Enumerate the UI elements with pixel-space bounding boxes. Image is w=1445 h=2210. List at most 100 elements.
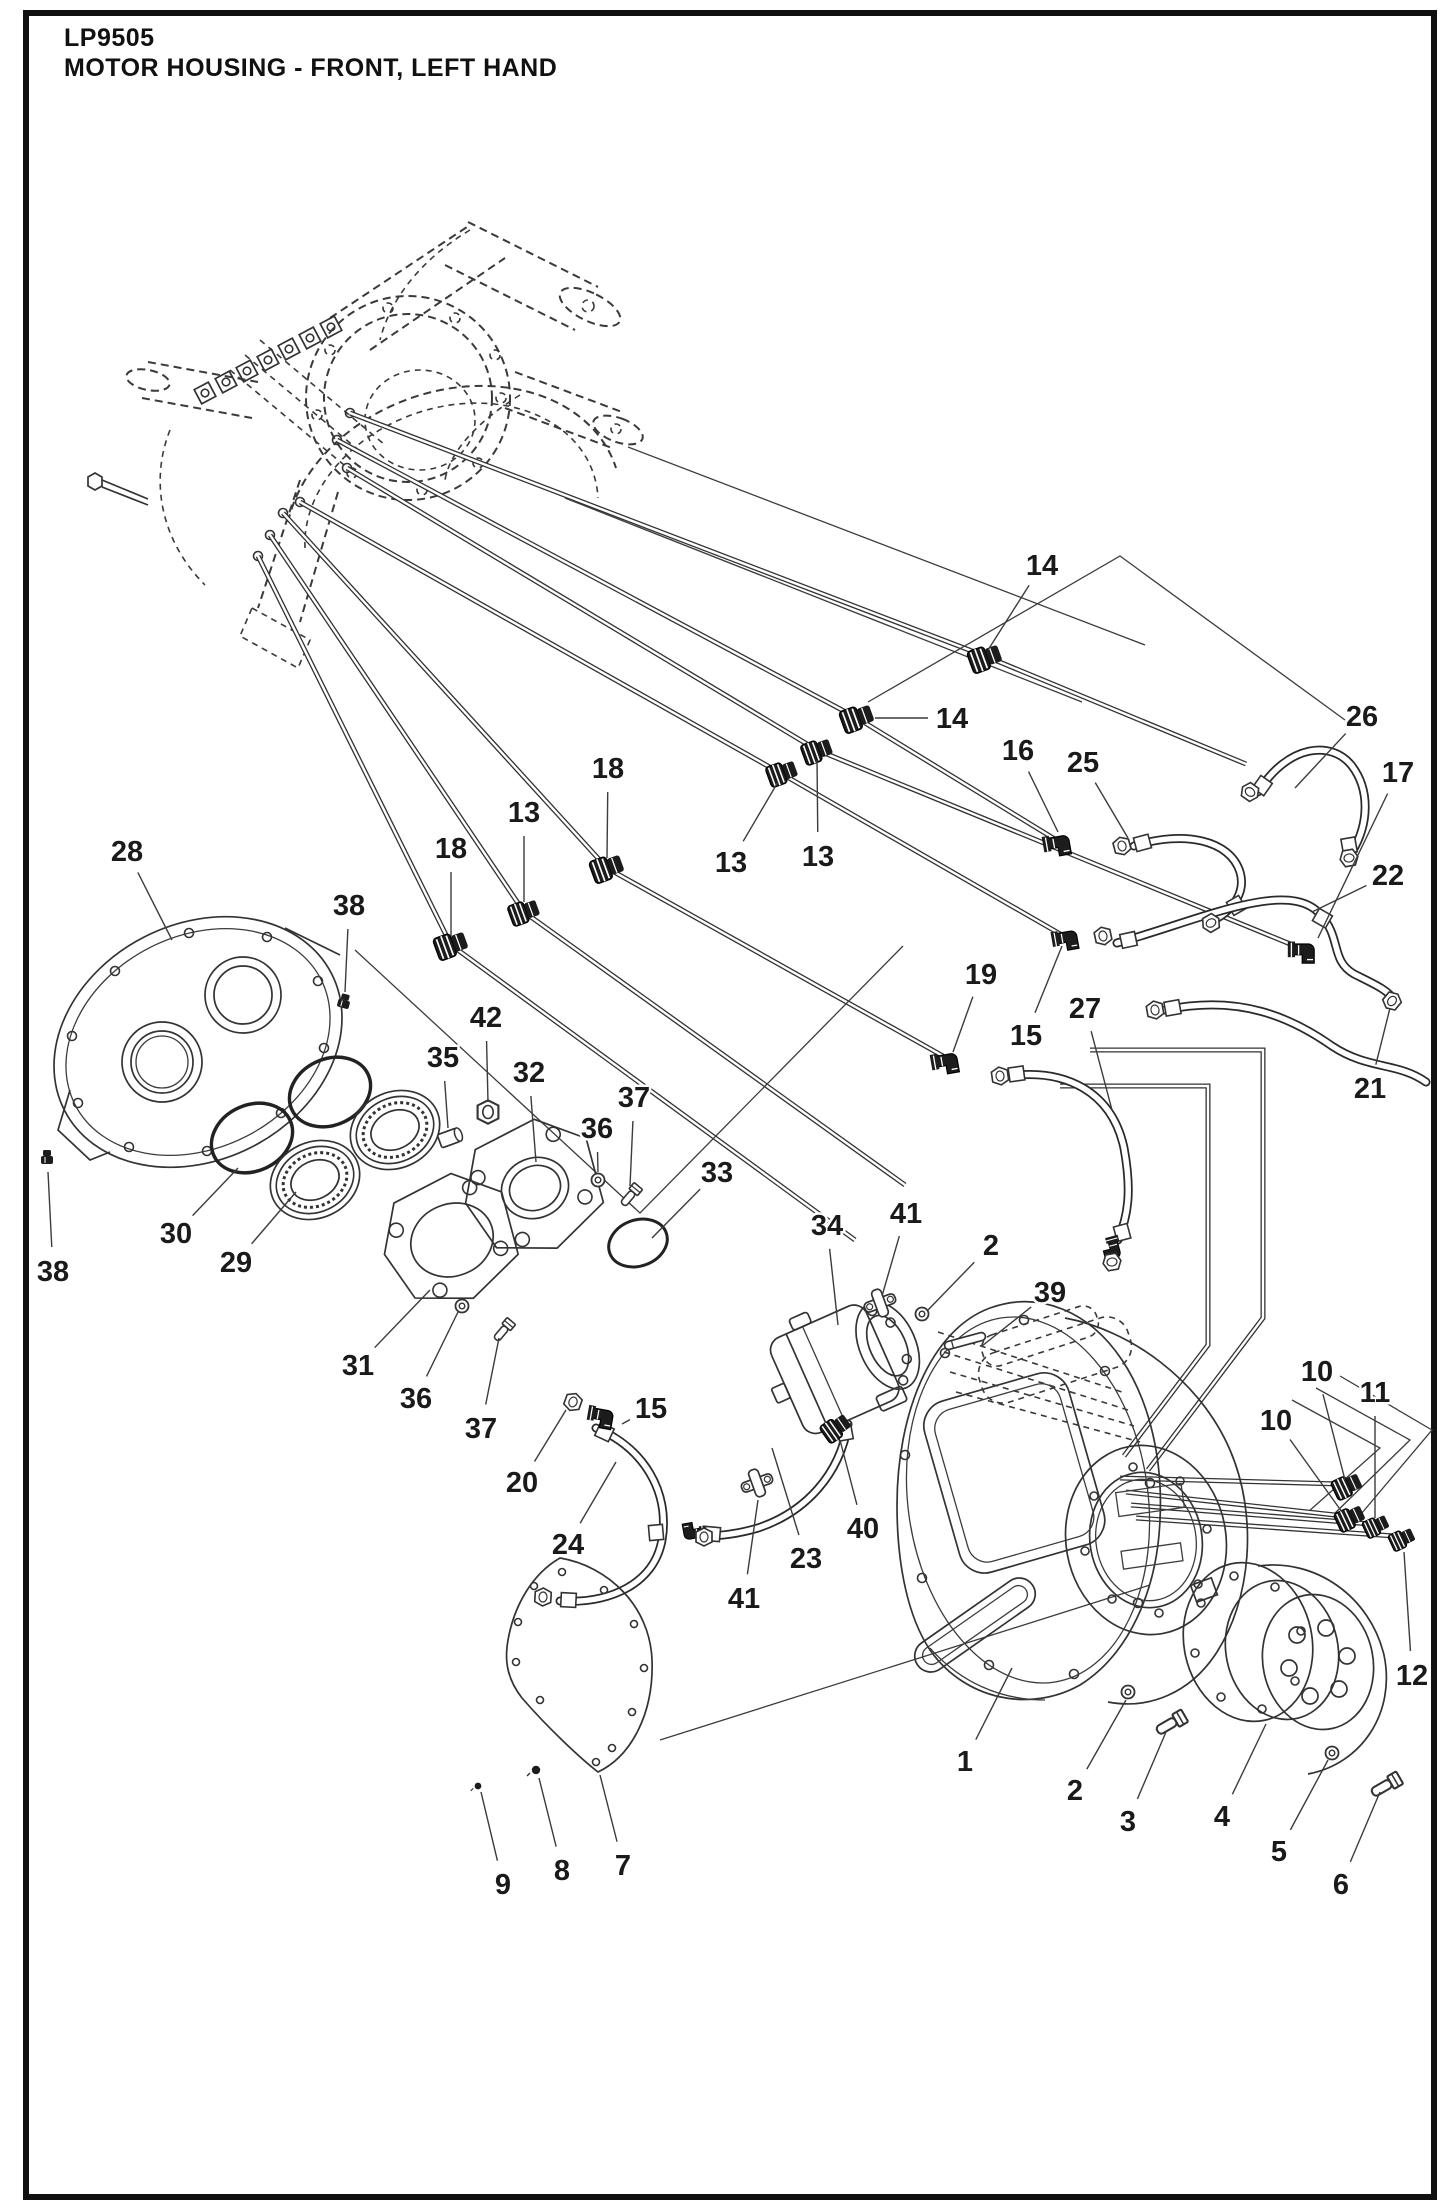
hose-nut (533, 1586, 553, 1608)
housing-slot (913, 1577, 1037, 1673)
callout-label-6: 6 (1333, 1869, 1349, 1901)
leader-line (47, 1171, 53, 1248)
hose-nut (1092, 924, 1114, 948)
callout-label-22: 22 (1372, 860, 1404, 892)
callout-label-13: 13 (508, 797, 540, 829)
hose-nut (695, 1527, 713, 1547)
callout-label-3: 3 (1120, 1806, 1136, 1838)
callout-label-28: 28 (111, 836, 143, 868)
plug-38b (40, 1149, 54, 1165)
callout-label-13: 13 (715, 847, 747, 879)
leader-line (987, 584, 1030, 651)
elbow-fitting-19 (928, 1049, 961, 1077)
cover-plate (505, 1557, 653, 1773)
leader-line (621, 1418, 631, 1425)
callout-label-2: 2 (1067, 1775, 1083, 1807)
o-ring-33 (607, 1217, 669, 1269)
callout-label-33: 33 (701, 1157, 733, 1189)
callout-label-40: 40 (847, 1513, 879, 1545)
bearing-29a (269, 1139, 361, 1221)
leader-line (1289, 1439, 1343, 1513)
housing-face-ring (1064, 1444, 1228, 1636)
bearing-29b (349, 1089, 441, 1171)
leader-line (1375, 1007, 1391, 1065)
bundle-outlines (354, 446, 1433, 1741)
leader-line (881, 1235, 901, 1297)
washer-2b (1120, 1684, 1136, 1700)
elbow-fitting-17 (1287, 940, 1315, 964)
hose-26 (1251, 745, 1370, 857)
leader-line (839, 1439, 858, 1505)
elbow-fitting-16 (1040, 831, 1073, 859)
elbow-fitting-15a (1049, 927, 1080, 954)
callout-label-7: 7 (615, 1850, 631, 1882)
callout-label-41: 41 (890, 1198, 922, 1230)
flange-32 (464, 1118, 605, 1249)
callout-label-29: 29 (220, 1247, 252, 1279)
leader-line (828, 1248, 839, 1326)
leader-line (927, 1261, 975, 1311)
leader-line (251, 1191, 297, 1245)
leader-line (1322, 1394, 1346, 1481)
seal-bearing-stack (209, 1055, 669, 1269)
leader-line (374, 1289, 431, 1349)
drawing-title: MOTOR HOUSING - FRONT, LEFT HAND (64, 54, 557, 82)
chain-plate-row (193, 315, 343, 405)
leader-line (1034, 945, 1063, 1014)
union-fitting-12 (1386, 1525, 1418, 1553)
union-fitting-14b (837, 700, 877, 736)
callout-label-39: 39 (1034, 1277, 1066, 1309)
callout-label-36: 36 (581, 1113, 613, 1145)
callout-label-25: 25 (1067, 747, 1099, 779)
leader-line (485, 1337, 500, 1405)
leader-line (530, 1095, 537, 1163)
elbow-fitting-15b (585, 1404, 615, 1431)
leader-line (538, 1777, 557, 1847)
page-border (23, 10, 1437, 2200)
callout-label-20: 20 (506, 1467, 538, 1499)
leader-line (1086, 1699, 1127, 1770)
leader-line (344, 928, 349, 993)
callout-label-15: 15 (635, 1393, 667, 1425)
coupler-41b (736, 1463, 778, 1503)
motor-housing (896, 1300, 1249, 1705)
callout-label-37: 37 (618, 1082, 650, 1114)
callout-label-18: 18 (435, 833, 467, 865)
gearbox-cover (53, 915, 343, 1169)
callout-label-24: 24 (552, 1529, 584, 1561)
callout-label-27: 27 (1069, 993, 1101, 1025)
callout-label-15: 15 (1010, 1020, 1042, 1052)
leader-line (1349, 1791, 1381, 1863)
hex-nut-42 (476, 1099, 500, 1125)
flange-31 (383, 1172, 520, 1300)
washer-2a (914, 1306, 930, 1322)
callout-label-16: 16 (1002, 735, 1034, 767)
callout-label-12: 12 (1396, 1660, 1428, 1692)
leader-line (746, 1499, 759, 1575)
leader-line (443, 1080, 449, 1129)
callout-label-9: 9 (495, 1869, 511, 1901)
hoses (555, 745, 1431, 1609)
leader-line (742, 781, 779, 842)
leader-line (651, 1188, 701, 1239)
callout-label-10: 10 (1260, 1405, 1292, 1437)
hose-21 (1160, 998, 1431, 1087)
leader-line (137, 872, 173, 941)
callout-label-42: 42 (470, 1002, 502, 1034)
drawing-code: LP9505 (64, 24, 155, 52)
leader-line (771, 1447, 800, 1536)
callout-label-34: 34 (811, 1210, 843, 1242)
callout-label-11: 11 (1360, 1377, 1391, 1409)
leader-line (1311, 884, 1367, 913)
callout-label-30: 30 (160, 1218, 192, 1250)
callout-label-17: 17 (1382, 757, 1414, 789)
housing-window (922, 1372, 1106, 1574)
leader-line (952, 996, 974, 1053)
leader-line (975, 1667, 1013, 1740)
washer-36b (454, 1298, 470, 1314)
leader-line (1231, 1723, 1267, 1795)
washer-5 (1324, 1745, 1340, 1761)
